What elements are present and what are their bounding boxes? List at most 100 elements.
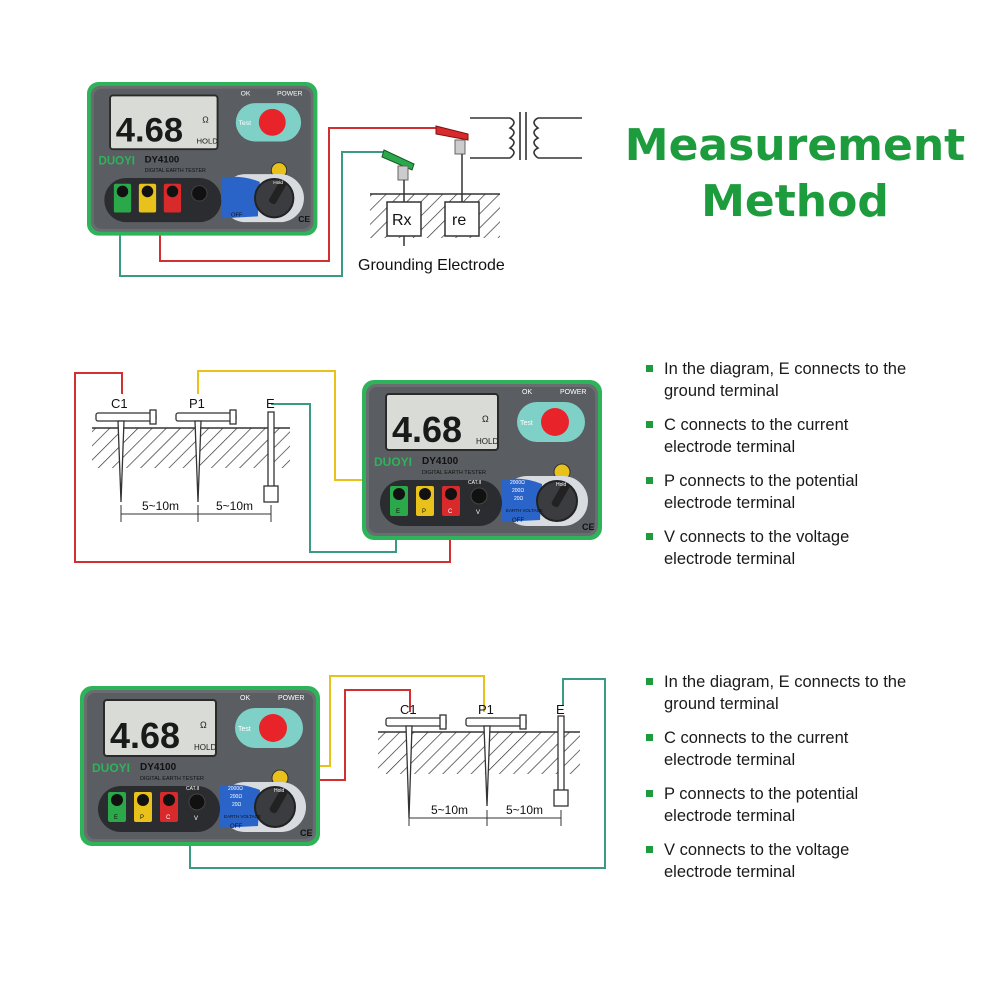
terminal-label-v: V — [476, 510, 480, 516]
test-button-label: Test — [239, 120, 251, 127]
wire-red — [74, 372, 451, 563]
earth-voltage-label: EARTH VOLTAGE — [224, 814, 261, 819]
note-item: In the diagram, E connects to the ground … — [646, 671, 986, 715]
terminal-label-v: V — [194, 816, 198, 822]
re-label: re — [452, 212, 466, 229]
ok-label: OK — [241, 90, 251, 97]
spacing-label-2: 5~10m — [506, 803, 543, 817]
notes-list-2: In the diagram, E connects to the ground … — [646, 671, 986, 895]
spacing-label-2: 5~10m — [216, 499, 253, 513]
electrode-label-e: E — [266, 396, 275, 411]
cat-label: CAT.II — [468, 480, 481, 486]
note-line: In the diagram, E connects to the — [664, 360, 907, 378]
alligator-clip-green — [381, 149, 415, 181]
note-line: C connects to the current — [664, 416, 849, 434]
bullet-icon — [646, 678, 653, 685]
device-subtitle: DIGITAL EARTH TESTER — [140, 776, 204, 782]
range-label: 2000Ω — [510, 480, 525, 486]
note-line: electrode terminal — [664, 550, 796, 568]
note-item: In the diagram, E connects to the ground … — [646, 358, 986, 402]
terminal-label-e: E — [396, 509, 400, 515]
ce-mark: CE — [300, 828, 313, 838]
alligator-clip-red — [435, 125, 469, 155]
terminal-label-c: C — [448, 509, 453, 515]
note-line: V connects to the voltage — [664, 528, 850, 546]
earth-tester-device: 4.68 Ω HOLD OK POWER Test DUOYI DY4100 D… — [361, 379, 603, 541]
terminal-label-e: E — [114, 815, 118, 821]
ce-mark: CE — [582, 522, 595, 532]
cat-label: CAT.II — [186, 786, 199, 792]
off-label: OFF — [230, 824, 242, 830]
bullet-icon — [646, 421, 653, 428]
bullet-icon — [646, 533, 653, 540]
diagram-1: 4.68 Ω HOLD OK POWER Test DUOYI DY4100 D… — [86, 81, 582, 277]
bullet-icon — [646, 365, 653, 372]
note-line: ground terminal — [664, 695, 779, 713]
bullet-icon — [646, 734, 653, 741]
ce-mark: CE — [298, 214, 310, 224]
spacing-label-1: 5~10m — [142, 499, 179, 513]
range-label: 2000Ω — [228, 786, 243, 792]
electrode-label-p1: P1 — [189, 396, 205, 411]
lcd-unit: Ω — [482, 414, 489, 424]
rx-box — [386, 201, 422, 237]
title-line-1: Measurement — [624, 120, 966, 171]
re-box — [444, 201, 480, 237]
grounding-electrode-caption: Grounding Electrode — [358, 257, 505, 274]
brand-logo: DUOYI — [374, 455, 412, 469]
electrode-p1 — [465, 714, 527, 807]
range-label: 20Ω — [232, 802, 242, 808]
note-line: electrode terminal — [664, 494, 796, 512]
lcd-value: 4.68 — [392, 409, 462, 450]
rx-label: Rx — [392, 212, 412, 229]
lcd-unit: Ω — [202, 114, 209, 124]
terminal-label-p: P — [422, 509, 426, 515]
terminal-label-c: C — [166, 815, 171, 821]
note-line: V connects to the voltage — [664, 841, 850, 859]
device-subtitle: DIGITAL EARTH TESTER — [422, 470, 486, 476]
wire-red — [159, 127, 440, 262]
electrode-p1 — [175, 409, 237, 503]
note-item: V connects to the voltage electrode termi… — [646, 839, 986, 883]
range-label: 200Ω — [512, 488, 524, 494]
note-line: P connects to the potential — [664, 472, 859, 490]
diagram-3: 4.68 Ω HOLD OK POWER Test DUOYI DY4100 D… — [79, 675, 606, 869]
lcd-value: 4.68 — [110, 715, 180, 756]
power-label: POWER — [278, 695, 304, 702]
hold-button-label: Hold — [556, 482, 567, 488]
note-line: electrode terminal — [664, 438, 796, 456]
hold-button-label: Hold — [273, 180, 283, 186]
terminal-label-p: P — [140, 815, 144, 821]
wire-teal — [189, 678, 606, 869]
dimension-lines — [120, 505, 272, 522]
ground-hatch — [92, 428, 290, 468]
hold-button-label: Hold — [274, 788, 285, 794]
note-line: ground terminal — [664, 382, 779, 400]
earth-tester-device: 4.68 Ω HOLD OK POWER Test DUOYI DY4100 D… — [79, 685, 321, 847]
power-label: POWER — [560, 389, 586, 396]
note-line: electrode terminal — [664, 863, 796, 881]
lcd-hold: HOLD — [196, 136, 218, 145]
transformer-symbol — [470, 112, 582, 160]
model-label: DY4100 — [140, 762, 177, 773]
lcd-hold: HOLD — [194, 743, 216, 752]
notes-list-1: In the diagram, E connects to the ground … — [646, 358, 986, 582]
electrode-c1 — [385, 714, 447, 819]
bullet-icon — [646, 477, 653, 484]
model-label: DY4100 — [422, 456, 459, 467]
test-button-label: Test — [238, 726, 251, 733]
note-line: In the diagram, E connects to the — [664, 673, 907, 691]
range-label: 200Ω — [230, 794, 242, 800]
note-line: electrode terminal — [664, 807, 796, 825]
note-item: V connects to the voltage electrode termi… — [646, 526, 986, 570]
off-label: OFF — [512, 518, 524, 524]
earth-voltage-label: EARTH VOLTAGE — [506, 508, 543, 513]
note-line: C connects to the current — [664, 729, 849, 747]
power-label: POWER — [277, 90, 303, 97]
electrode-label-e: E — [556, 702, 565, 717]
bullet-icon — [646, 790, 653, 797]
off-label: OFF — [231, 212, 243, 218]
